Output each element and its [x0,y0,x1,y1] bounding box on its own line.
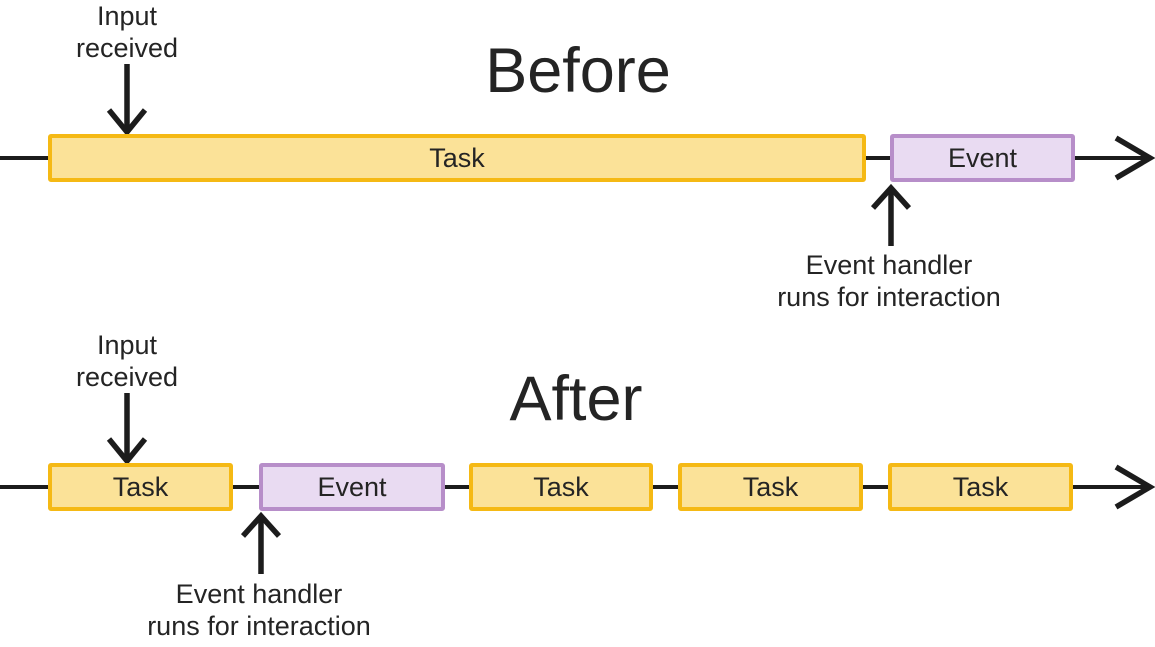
before-title: Before [485,36,671,106]
after-title: After [509,364,643,434]
event-handler-label: Event handler runs for interaction [147,579,371,641]
arrowhead-right-icon [1114,135,1155,181]
task-box: Task [48,463,233,511]
input-received-label: Input received [75,1,179,63]
arrow-up-icon [870,183,912,246]
task-label: Task [952,471,1009,502]
input-received-label: Input received [75,330,179,392]
task-label: Task [742,471,799,502]
task-box: Task [678,463,863,511]
arrow-down-icon [106,64,148,137]
task-label: Task [112,471,169,502]
task-box: Task [48,134,866,182]
event-handler-label: Event handler runs for interaction [777,250,1001,312]
event-label: Event [947,142,1018,173]
arrow-up-icon [240,511,282,574]
arrowhead-right-icon [1114,464,1155,510]
task-label: Task [429,142,485,173]
task-label: Task [533,471,589,502]
arrow-down-icon [106,393,148,466]
task-box: Task [469,463,653,511]
event-label: Event [317,471,387,502]
event-box: Event [890,134,1075,182]
task-box: Task [888,463,1073,511]
event-box: Event [259,463,445,511]
